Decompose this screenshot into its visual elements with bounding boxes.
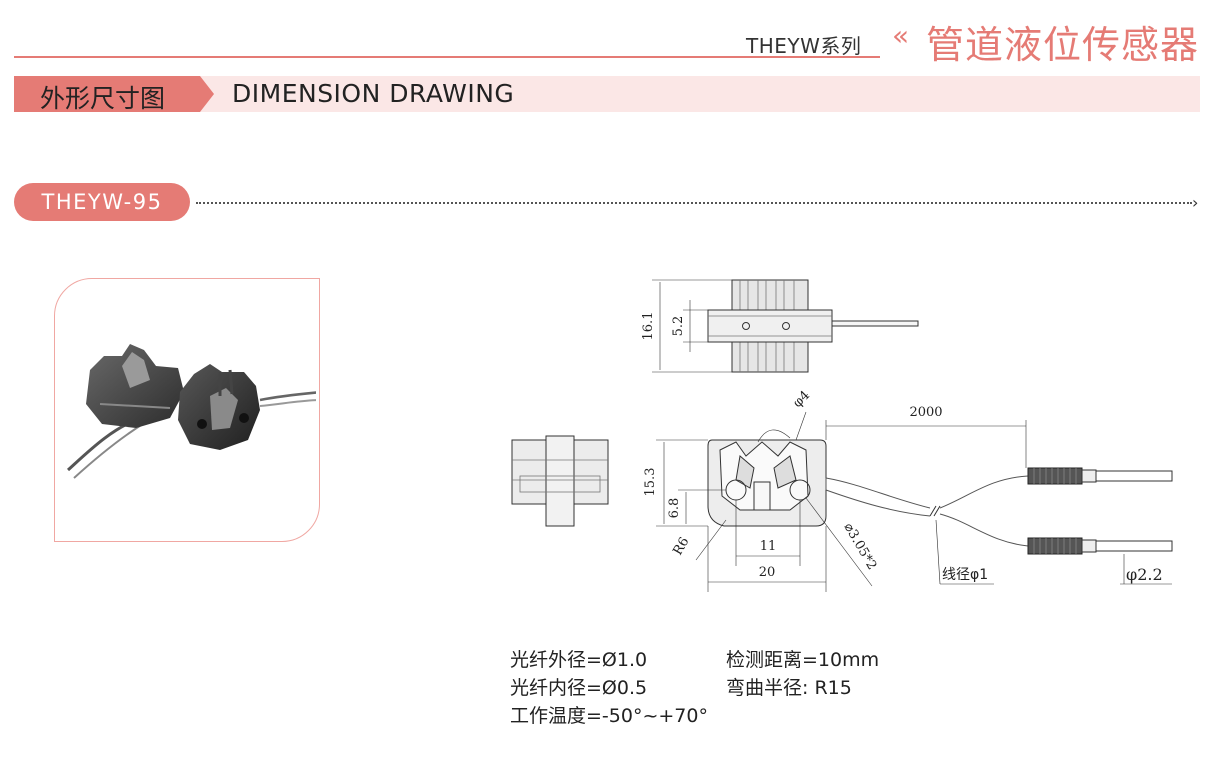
dim-height: 15.3 <box>643 468 658 497</box>
wire-diameter-label: 线径φ1 <box>942 567 988 583</box>
series-label: THEYW系列 <box>746 34 862 58</box>
section-title-en: DIMENSION DRAWING <box>232 79 515 108</box>
dim-width: 20 <box>759 565 776 580</box>
double-chevron-icon: « <box>892 19 910 52</box>
header-rule <box>14 56 880 58</box>
category-title: 管道液位传感器 <box>926 23 1200 67</box>
section-tag-shape <box>14 76 214 112</box>
dim-cable-length: 2000 <box>909 405 942 420</box>
product-photo <box>66 344 316 479</box>
section-tag-cn: 外形尺寸图 <box>40 84 166 113</box>
dim-hole-spacing: 11 <box>760 539 777 554</box>
dim-inner-height: 5.2 <box>671 316 686 337</box>
dim-hole-diameter: ⌀3.05*2 <box>841 521 880 573</box>
front-view <box>656 411 1173 592</box>
dim-phi-4: φ4 <box>790 388 813 411</box>
top-view <box>652 279 919 373</box>
dim-radius: R6 <box>670 535 692 558</box>
model-badge: THEYW-95 <box>14 183 190 221</box>
dimension-drawing: 16.1 5.2 <box>511 279 1173 592</box>
side-view <box>511 435 609 527</box>
connector-diameter-label: φ2.2 <box>1126 565 1163 584</box>
spec-fiber-inner: 光纤内径=Ø0.5 <box>510 677 648 699</box>
spec-temperature: 工作温度=-50°~+70° <box>510 705 708 727</box>
spec-detect-distance: 检测距离=10mm <box>726 649 880 671</box>
dim-hole-height: 6.8 <box>667 498 682 519</box>
spec-fiber-outer: 光纤外径=Ø1.0 <box>510 649 648 671</box>
spec-bend-radius: 弯曲半径: R15 <box>726 677 852 699</box>
dim-overall-height: 16.1 <box>641 312 656 341</box>
divider-end-icon: › <box>1192 193 1199 212</box>
dotted-divider <box>196 202 1192 204</box>
